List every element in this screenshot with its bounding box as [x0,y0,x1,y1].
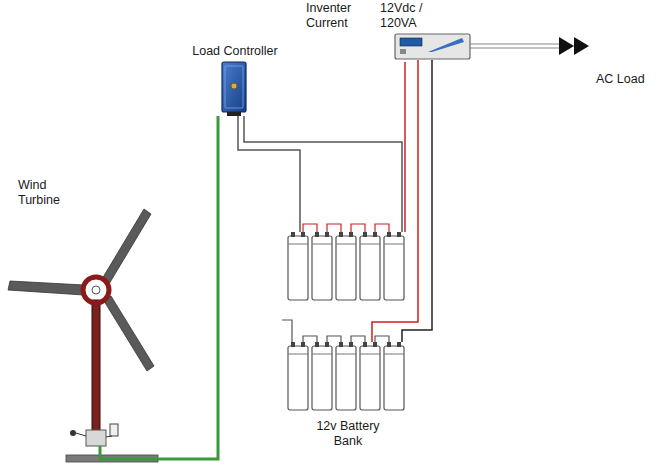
inverter-unit [372,34,589,342]
wire-connector [405,62,406,218]
wind-turbine [8,209,185,462]
turbine-node: Wind Turbine [10,175,185,465]
battery-node: 12v Battery Bank [278,218,418,458]
controller-node: Load Controller [180,44,292,116]
node-label: Load Controller [180,44,290,59]
load-label: AC Load [596,72,645,87]
node-label: 12Vdc / 120VA [380,1,432,31]
node-label: Inventer Current [306,1,360,31]
node-label: Wind Turbine [18,178,78,208]
node-label: 12v Battery Bank [304,419,392,449]
wire-connector [238,116,300,218]
inverter-node: Inventer Current 12Vdc / 120VA [300,0,475,62]
wire-connector [185,116,218,459]
battery-bank [282,224,404,410]
load-controller-unit [222,62,402,232]
